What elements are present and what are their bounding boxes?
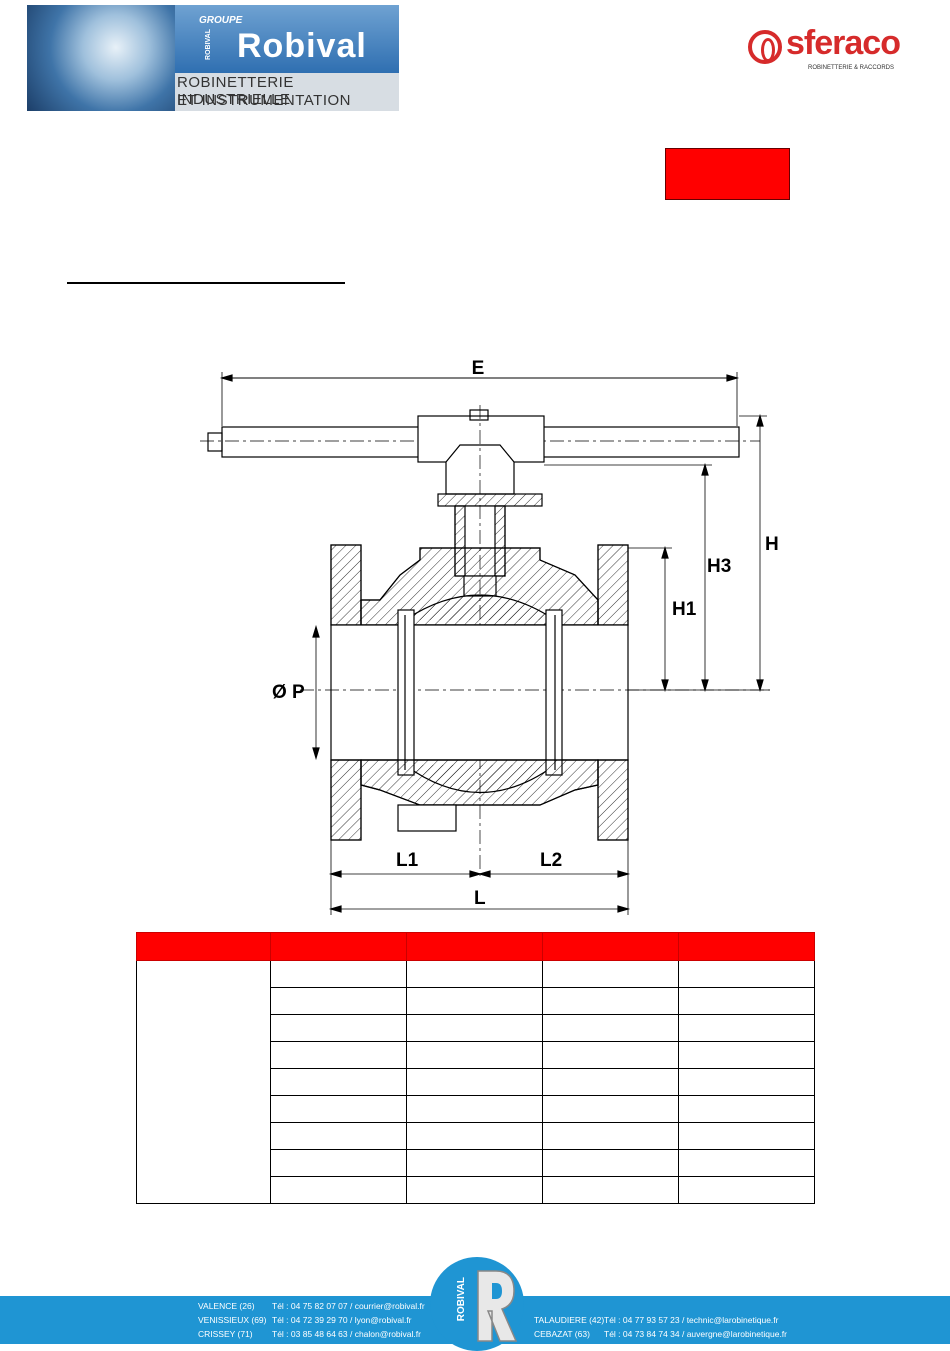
table-cell <box>270 960 407 988</box>
red-label-box <box>665 148 790 200</box>
dim-label-h3: H3 <box>707 556 731 577</box>
table-cell <box>405 1149 543 1177</box>
table-merged-cell <box>136 960 271 1204</box>
table-cell <box>405 960 543 988</box>
table-cell <box>677 1149 816 1177</box>
table-cell <box>405 1041 543 1069</box>
table-row <box>137 1041 816 1069</box>
footer-contact-link[interactable]: Tél : 04 73 84 74 34 / auvergne@larobine… <box>604 1329 787 1339</box>
table-cell <box>405 987 543 1015</box>
table-header-cell <box>677 932 816 961</box>
table-cell <box>270 1095 407 1123</box>
dim-label-l: L <box>474 888 486 909</box>
table-row <box>137 1014 816 1042</box>
valve-sphere-image <box>27 5 175 111</box>
table-cell <box>541 1041 679 1069</box>
table-cell <box>405 1014 543 1042</box>
footer-contact-link[interactable]: Tél : 04 75 82 07 07 / courrier@robival.… <box>272 1301 425 1311</box>
table-header-cell <box>541 932 679 961</box>
logo-vertical-text: ROBIVAL <box>205 29 212 60</box>
table-cell <box>541 1014 679 1042</box>
table-header-row <box>136 932 816 961</box>
table-cell <box>677 987 816 1015</box>
robival-logo: GROUPE ROBIVAL Robival ROBINETTERIE INDU… <box>27 5 399 111</box>
table-cell <box>541 1068 679 1096</box>
sferaco-logo: sferaco ROBINETTERIE & RACCORDS <box>748 24 928 76</box>
valve-outline <box>200 372 770 915</box>
table-row <box>137 1176 816 1204</box>
table-cell <box>270 1149 407 1177</box>
table-cell <box>677 1068 816 1096</box>
footer-city: CRISSEY (71) <box>198 1329 253 1339</box>
table-row <box>137 1149 816 1177</box>
logo-top-band <box>175 5 399 73</box>
robival-r-icon <box>477 1270 518 1342</box>
footer-city: CEBAZAT (63) <box>534 1329 590 1339</box>
footer-city: VALENCE (26) <box>198 1301 255 1311</box>
logo-groupe-text: GROUPE <box>199 15 243 26</box>
table-header-cell <box>136 932 271 961</box>
logo-line2: ET INSTRUMENTATION <box>177 92 351 109</box>
table-cell <box>541 1176 679 1204</box>
sferaco-swirl-icon <box>748 30 782 64</box>
table-cell <box>541 1149 679 1177</box>
table-cell <box>541 987 679 1015</box>
dim-label-l1: L1 <box>396 850 419 871</box>
table-cell <box>270 1122 407 1150</box>
table-cell <box>677 1041 816 1069</box>
table-cell <box>541 1122 679 1150</box>
table-cell <box>270 1176 407 1204</box>
table-cell <box>677 1122 816 1150</box>
footer-vertical-brand: ROBIVAL <box>456 1277 467 1322</box>
sferaco-wordmark: sferaco <box>786 24 901 62</box>
table-cell <box>405 1122 543 1150</box>
section-underline <box>67 282 345 284</box>
logo-bottom-band <box>175 73 399 111</box>
dim-label-l2: L2 <box>540 850 562 871</box>
dim-label-h1: H1 <box>672 599 697 620</box>
table-cell <box>405 1068 543 1096</box>
footer-city: TALAUDIERE (42) <box>534 1315 605 1325</box>
footer-robival-logo: ROBIVAL <box>430 1257 524 1351</box>
dimensions-table <box>136 932 816 1204</box>
table-cell <box>405 1095 543 1123</box>
dim-label-p: Ø P <box>272 682 305 703</box>
table-cell <box>270 1041 407 1069</box>
logo-line1: ROBINETTERIE INDUSTRIELLE <box>177 74 294 108</box>
dim-label-e: E <box>472 358 485 379</box>
table-row <box>137 1122 816 1150</box>
logo-brand-text: Robival <box>237 27 367 65</box>
table-cell <box>405 1176 543 1204</box>
table-cell <box>677 1176 816 1204</box>
sferaco-tagline: ROBINETTERIE & RACCORDS <box>808 65 895 71</box>
footer-city: VENISSIEUX (69) <box>198 1315 267 1325</box>
table-cell <box>270 1068 407 1096</box>
table-header-cell <box>270 932 407 961</box>
table-header-cell <box>405 932 543 961</box>
ball-valve-drawing: E H H3 H1 Ø P L1 L2 L <box>200 358 779 915</box>
dim-label-h: H <box>765 534 779 555</box>
table-cell <box>677 1014 816 1042</box>
table-cell <box>677 1095 816 1123</box>
table-row <box>137 987 816 1015</box>
table-cell <box>541 1095 679 1123</box>
footer-contact-link[interactable]: Tél : 04 72 39 29 70 / lyon@robival.fr <box>272 1315 412 1325</box>
footer-contact-link[interactable]: Tél : 03 85 48 64 63 / chalon@robival.fr <box>272 1329 421 1339</box>
table-cell <box>270 1014 407 1042</box>
table-cell <box>270 987 407 1015</box>
table-cell <box>677 960 816 988</box>
footer-contact-link[interactable]: Tél : 04 77 93 57 23 / technic@larobinet… <box>604 1315 779 1325</box>
table-cell <box>541 960 679 988</box>
table-row <box>136 960 816 1204</box>
